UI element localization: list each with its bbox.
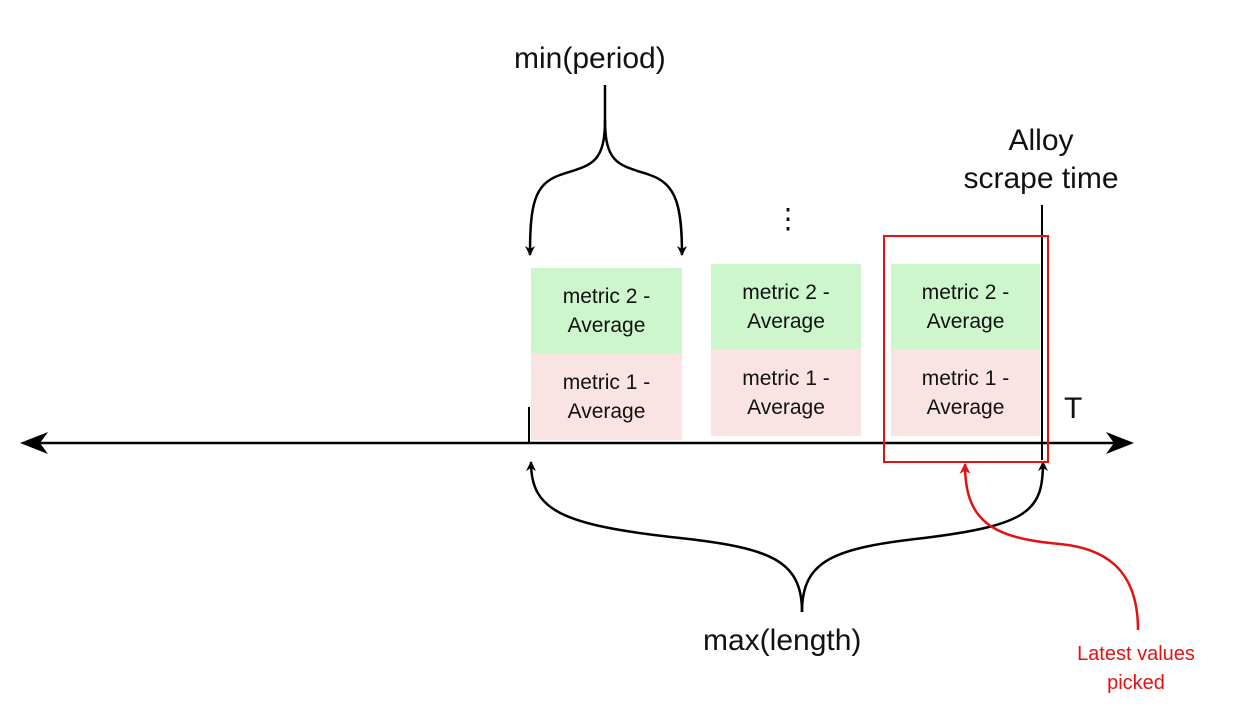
column-1-metric-2-label: metric 2 - Average bbox=[562, 285, 651, 337]
column-3-metric-2-label: metric 2 - Average bbox=[921, 281, 1010, 333]
latest-values-highlight bbox=[883, 235, 1049, 463]
min-period-brace-right bbox=[603, 119, 687, 256]
axis-label: T bbox=[1064, 392, 1083, 425]
max-length-brace bbox=[526, 461, 804, 613]
max-length-label: max(length) bbox=[703, 624, 862, 657]
column-2-metric-1-label: metric 1 - Average bbox=[742, 367, 830, 419]
latest-values-label-line-2: picked bbox=[1107, 672, 1165, 694]
column-3-metric-1-label: metric 1 - Average bbox=[921, 367, 1010, 419]
min-period-label: min(period) bbox=[514, 42, 666, 75]
column-1-metric-2-box: metric 2 - Average bbox=[531, 268, 682, 354]
scrape-time-label-line-2: scrape time bbox=[963, 162, 1119, 195]
ellipsis-icon: ⋮ bbox=[774, 203, 802, 234]
column-2-metric-2-box: metric 2 - Average bbox=[711, 264, 861, 350]
column-1-metric-1-label: metric 1 - Average bbox=[562, 371, 651, 423]
column-1-metric-1-box: metric 1 - Average bbox=[531, 354, 682, 440]
column-2-metric-2-label: metric 2 - Average bbox=[742, 281, 830, 333]
time-axis-left-arrowhead bbox=[20, 432, 48, 454]
column-3-metric-2-box: metric 2 - Average bbox=[891, 264, 1040, 350]
column-3-metric-1-box: metric 1 - Average bbox=[891, 350, 1040, 436]
scrape-time-label-line-1: Alloy bbox=[1008, 124, 1074, 157]
max-length-brace-right bbox=[800, 461, 1048, 613]
latest-values-label-line-1: Latest values bbox=[1077, 643, 1195, 665]
time-axis-right-arrowhead bbox=[1106, 432, 1134, 454]
min-period-brace bbox=[525, 85, 607, 256]
latest-values-arrow bbox=[959, 462, 1140, 631]
column-2-metric-1-box: metric 1 - Average bbox=[711, 350, 861, 436]
